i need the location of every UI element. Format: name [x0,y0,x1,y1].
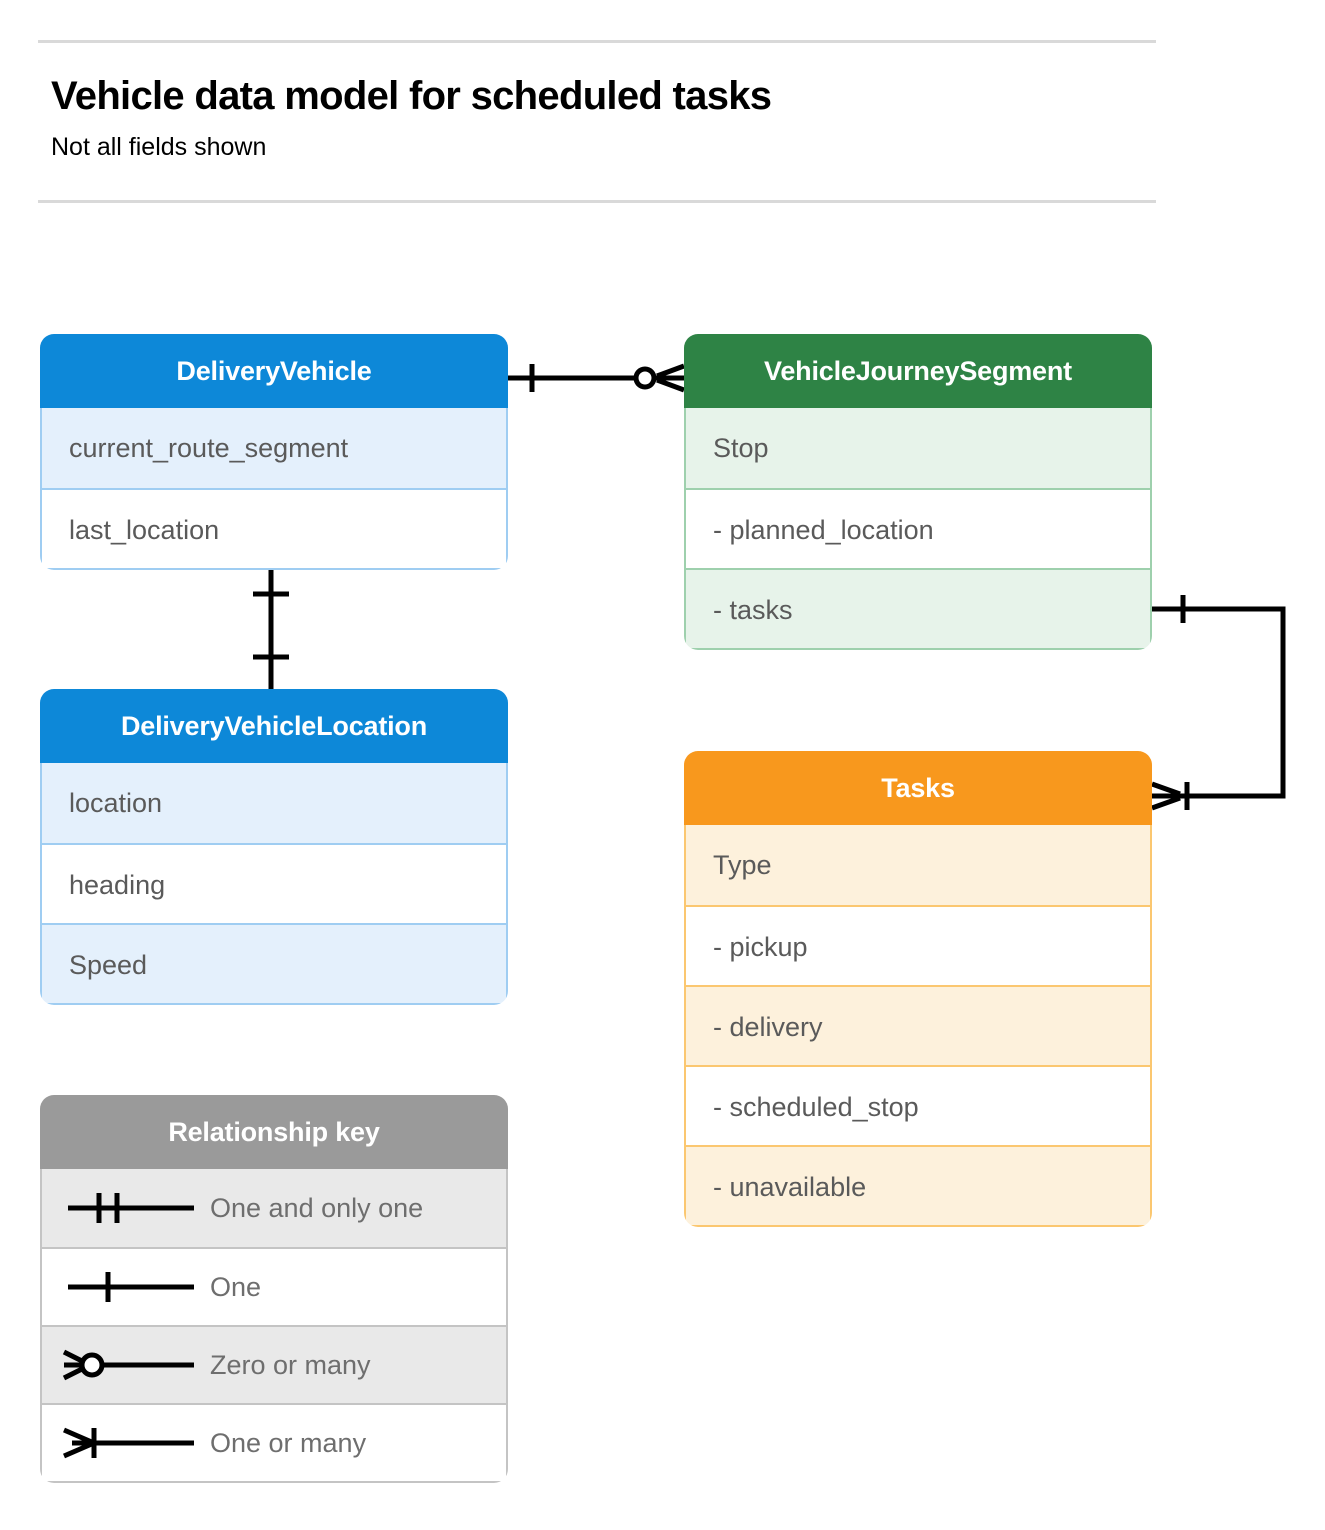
entity-tasks-fields: Type - pickup - delivery - scheduled_sto… [684,825,1152,1227]
field-row: location [42,763,506,843]
legend-item-one-or-many: One or many [42,1403,506,1481]
legend-item-zero-or-many: Zero or many [42,1325,506,1403]
page-subtitle: Not all fields shown [51,133,267,161]
field-row: Stop [686,408,1150,488]
field-row: Type [686,825,1150,905]
legend-item-label: One or many [210,1427,367,1458]
entity-vehicle-journey-segment-title: VehicleJourneySegment [684,334,1152,408]
field-row: heading [42,843,506,923]
one-or-many-icon [63,1427,194,1459]
field-row: - tasks [686,568,1150,648]
legend-item-label: One [210,1271,262,1302]
field-row: - delivery [686,985,1150,1065]
relationship-key-rows: One and only one One Zero [40,1169,508,1483]
field-row: - pickup [686,905,1150,985]
zero-circle-vehicle-segment [633,366,657,390]
page-title: Vehicle data model for scheduled tasks [51,74,772,118]
top-divider [38,40,1156,43]
crowfoot-upper-vehicle-segment [656,363,685,379]
field-row: - unavailable [686,1145,1150,1225]
crowfoot-lower-tasks [1151,795,1181,811]
legend-item-label: One and only one [210,1192,424,1223]
field-row: current_route_segment [42,408,506,488]
legend-item-label: Zero or many [210,1349,371,1380]
field-row: last_location [42,488,506,568]
entity-vehicle-journey-segment-fields: Stop - planned_location - tasks [684,408,1152,650]
entity-vehicle-journey-segment[interactable]: VehicleJourneySegment Stop - planned_loc… [684,334,1152,650]
one-and-only-one-icon [68,1193,194,1223]
entity-tasks[interactable]: Tasks Type - pickup - delivery - schedul… [684,751,1152,1227]
field-row: - scheduled_stop [686,1065,1150,1145]
field-row: - planned_location [686,488,1150,568]
bottom-divider [38,200,1156,203]
crowfoot-lower-vehicle-segment [656,377,685,393]
entity-tasks-title: Tasks [684,751,1152,825]
crowfoot-upper-tasks [1151,781,1181,797]
field-row: Speed [42,923,506,1003]
connector-segment-tasks-line [1152,606,1286,799]
entity-delivery-vehicle-title: DeliveryVehicle [40,334,508,408]
relationship-key-legend: Relationship key One and only one One [40,1095,508,1483]
entity-delivery-vehicle[interactable]: DeliveryVehicle current_route_segment la… [40,334,508,570]
relationship-key-title: Relationship key [40,1095,508,1169]
legend-item-one: One [42,1247,506,1325]
entity-delivery-vehicle-location-title: DeliveryVehicleLocation [40,689,508,763]
legend-item-one-and-only-one: One and only one [42,1169,506,1247]
one-icon [68,1272,194,1302]
entity-delivery-vehicle-location-fields: location heading Speed [40,763,508,1005]
zero-or-many-icon [62,1349,194,1381]
entity-delivery-vehicle-location[interactable]: DeliveryVehicleLocation location heading… [40,689,508,1005]
entity-delivery-vehicle-fields: current_route_segment last_location [40,408,508,570]
